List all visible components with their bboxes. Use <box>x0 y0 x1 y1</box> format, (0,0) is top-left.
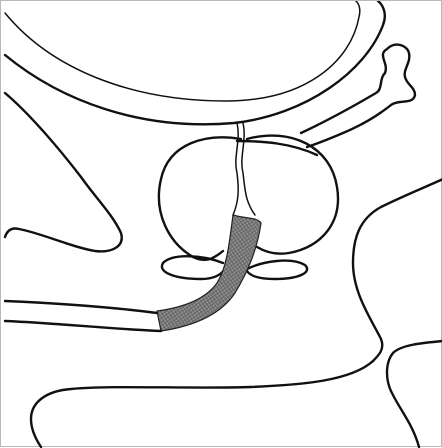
urogenital-diaphragm-upper <box>5 301 157 313</box>
prostate-left-lobe <box>159 137 241 260</box>
pubic-bone <box>5 93 122 251</box>
prostate-right-lobe <box>247 136 338 254</box>
bladder-inner-wall <box>5 1 360 101</box>
bladder-outer-wall <box>5 1 385 124</box>
urogenital-diaphragm-lower <box>5 321 161 331</box>
rectum-lower-wall <box>387 341 442 447</box>
sphincter-right-lobe <box>247 261 307 279</box>
sphincter-left-lobe <box>162 256 225 279</box>
urethral-catheter <box>157 215 261 331</box>
rectum-outline <box>353 179 442 361</box>
perineum-outline <box>31 361 373 447</box>
